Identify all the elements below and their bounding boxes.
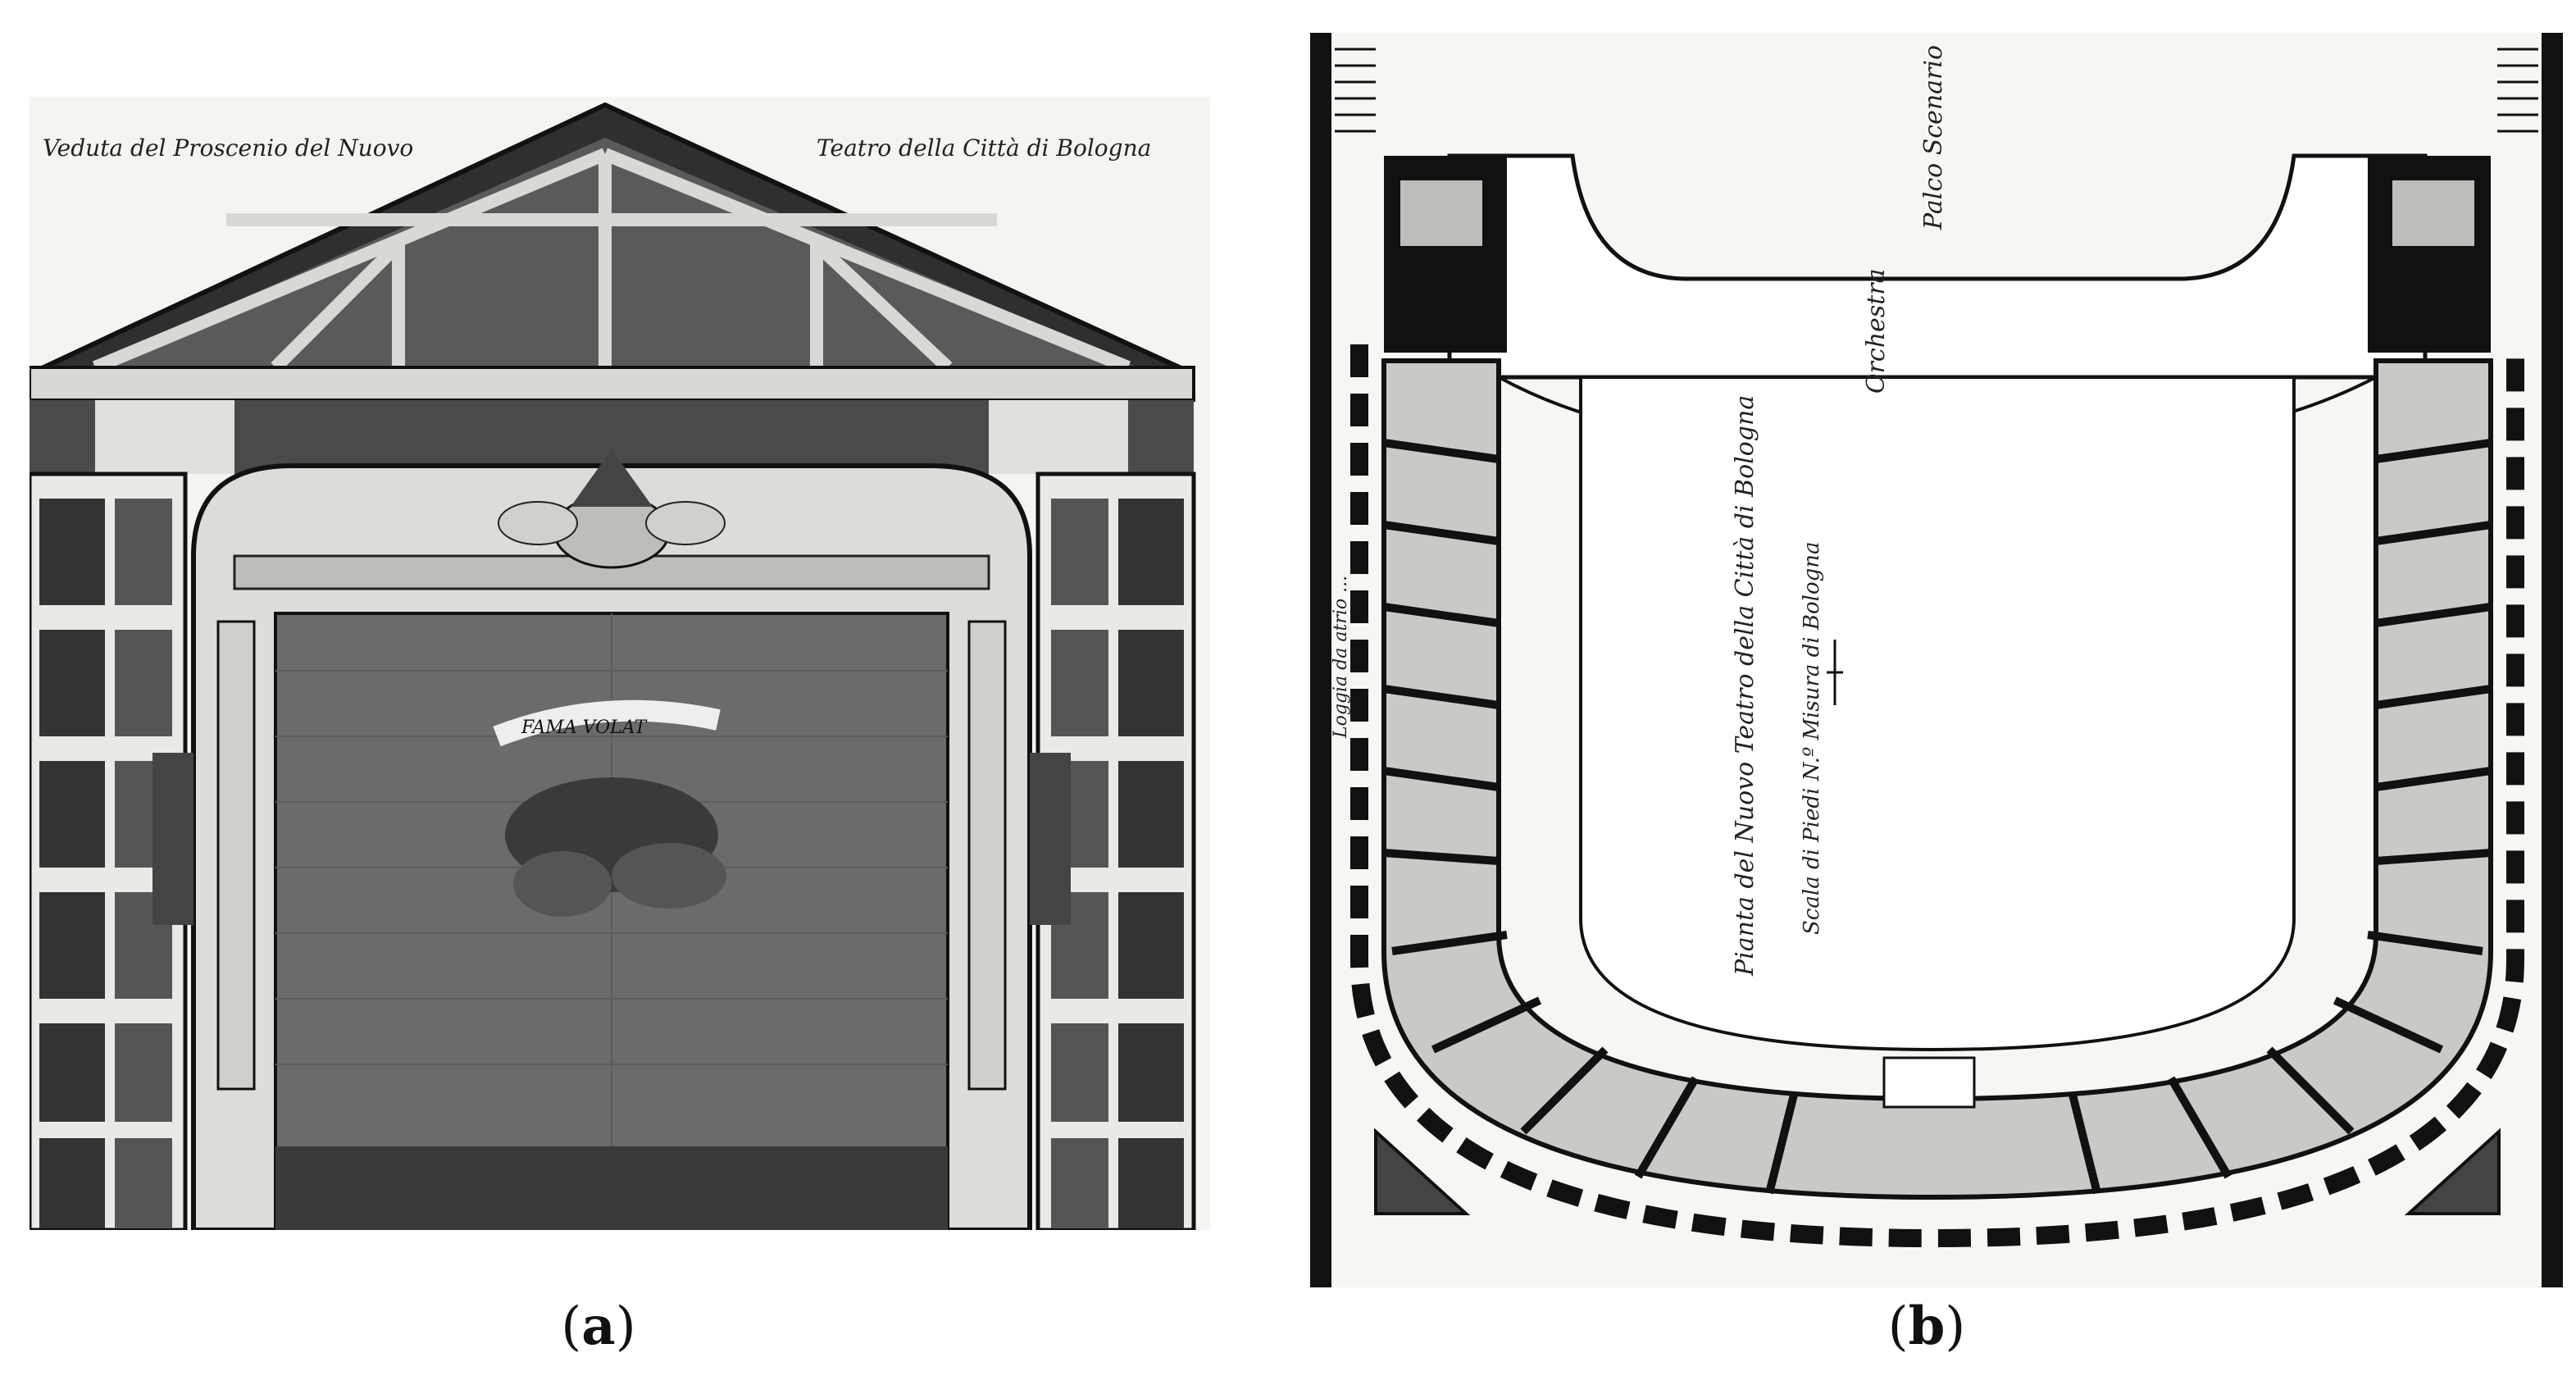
column-right <box>967 620 1007 1091</box>
proscenium-box-right <box>2392 180 2474 246</box>
parterre-floor <box>1579 376 2296 1052</box>
theatre-plan-drawing: Palco Scenario Orchestra Pianta del Nuov… <box>1310 33 2563 1287</box>
box-partitions <box>1383 439 2492 1195</box>
outer-corridor-wall <box>1350 344 2524 1248</box>
label-scale: Scala di Piedi N.º Misura di Bologna <box>1800 541 1824 935</box>
stair-corner-right <box>2404 1128 2501 1215</box>
label-orchestra: Orchestra <box>1862 269 1891 394</box>
caption-a: (a) <box>561 1296 636 1357</box>
stair-corner-left <box>1374 1128 1471 1215</box>
theatre-plan-svg: Palco Scenario Orchestra Pianta del Nuov… <box>1310 33 2563 1287</box>
stairs-top <box>1335 48 2538 133</box>
engraving-title-right: Teatro della Città di Bologna <box>817 134 1151 162</box>
roof-trusses <box>92 148 1131 374</box>
attic-pier-left <box>95 400 234 474</box>
column-left <box>216 620 256 1091</box>
outer-wall-right <box>2542 33 2563 1287</box>
svg-text:FAMA VOLAT: FAMA VOLAT <box>521 718 648 738</box>
parterre-entrance-steps <box>1882 1056 1976 1109</box>
proscenium-box-left <box>1400 180 1482 246</box>
proscenium-elevation-drawing: FAMA VOLAT Veduta del Proscenio del Nuov… <box>27 97 1210 1232</box>
box-ring <box>1381 358 2493 1200</box>
label-plan-title: Pianta del Nuovo Teatro della Città di B… <box>1731 395 1759 977</box>
coat-of-arms <box>498 449 726 569</box>
outer-wall-left <box>1310 33 1331 1287</box>
label-side: Loggia da atrio ... <box>1331 576 1351 739</box>
tie-beam <box>28 366 1195 402</box>
roof-inner <box>87 138 1138 367</box>
statue-left <box>152 753 193 925</box>
caption-b: (b) <box>1887 1296 1966 1357</box>
proscenium-elevation-svg: FAMA VOLAT Veduta del Proscenio del Nuov… <box>27 97 1210 1232</box>
stage-apron <box>275 1146 948 1230</box>
statue-right <box>1030 753 1071 925</box>
label-stage: Palco Scenario <box>1919 45 1948 230</box>
fame-figure-group: FAMA VOLAT <box>493 699 726 917</box>
scale-bar <box>1827 640 1843 705</box>
orchestra-band <box>1447 153 2428 380</box>
attic-pier-right <box>989 400 1128 474</box>
engraving-title-left: Veduta del Proscenio del Nuovo <box>43 134 413 162</box>
